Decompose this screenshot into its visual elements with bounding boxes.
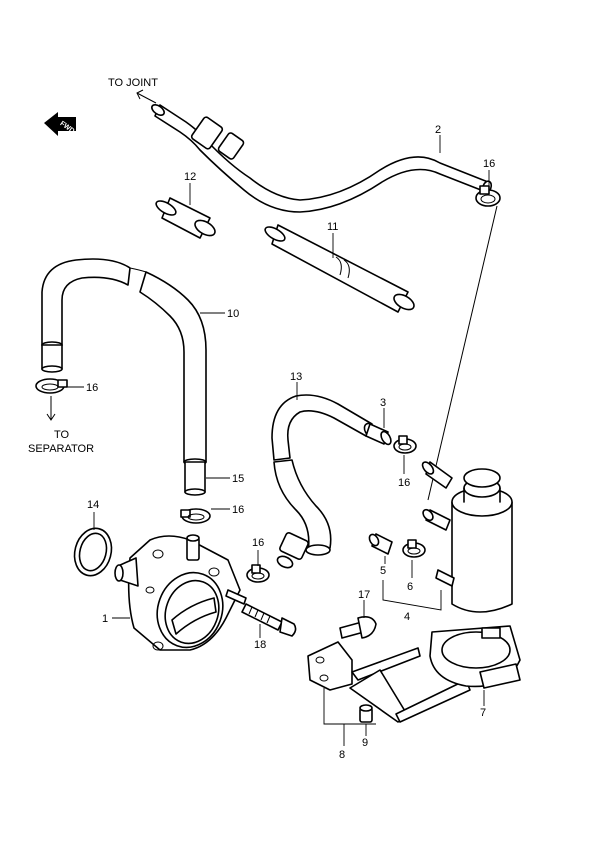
callout-18: 18 <box>254 639 266 651</box>
hose-clip-6 <box>402 539 426 558</box>
callout-11: 11 <box>327 221 338 233</box>
fuel-pump-1 <box>114 534 247 651</box>
hose-10 <box>41 258 207 466</box>
callout-17: 17 <box>358 589 370 601</box>
callout-7: 7 <box>480 707 486 719</box>
check-valve-5 <box>368 533 393 555</box>
callout-2: 2 <box>435 124 441 136</box>
callout-8: 8 <box>339 749 345 761</box>
sleeve-3 <box>365 423 392 446</box>
sleeve-12 <box>155 197 216 239</box>
hose-13 <box>271 394 377 569</box>
to-separator-label-line1: TO <box>54 429 70 441</box>
leader-8-bracket <box>323 688 376 725</box>
callout-16a: 16 <box>483 158 495 170</box>
sleeve-15 <box>184 461 206 496</box>
nut-9 <box>359 704 373 723</box>
o-ring-14 <box>73 527 113 577</box>
callout-1: 1 <box>102 613 108 625</box>
callout-6: 6 <box>407 581 413 593</box>
callout-15: 15 <box>232 473 244 485</box>
callout-4: 4 <box>404 611 410 623</box>
hose-clip-16-mid <box>180 508 211 524</box>
hose-clip-16-top <box>475 185 501 207</box>
callout-16c: 16 <box>232 504 244 516</box>
callout-9: 9 <box>362 737 368 749</box>
callout-10: 10 <box>227 308 239 320</box>
bracket-8 <box>307 641 471 723</box>
to-separator-label-line2: SEPARATOR <box>28 443 94 455</box>
callout-13: 13 <box>290 371 302 383</box>
hose-2 <box>151 104 493 213</box>
hose-clip-16-pump <box>246 564 270 583</box>
callout-16d: 16 <box>252 537 264 549</box>
callout-14: 14 <box>87 499 99 511</box>
bolt-17 <box>339 616 377 639</box>
to-separator-arrow-icon <box>46 396 56 421</box>
hose-clip-16-left <box>35 378 68 394</box>
fuel-filter-4 <box>421 205 513 613</box>
leader-4 <box>382 580 442 611</box>
clamp-7 <box>429 625 521 689</box>
callout-16b: 16 <box>86 382 98 394</box>
callout-5: 5 <box>380 565 386 577</box>
to-joint-arrow-icon <box>136 89 157 104</box>
hose-11 <box>264 224 415 313</box>
callout-12: 12 <box>184 171 196 183</box>
callout-3: 3 <box>380 397 386 409</box>
fwd-arrow-icon: FWD <box>44 112 76 136</box>
hose-clip-16-right <box>393 435 417 454</box>
to-joint-label: TO JOINT <box>108 77 158 89</box>
callout-16e: 16 <box>398 477 410 489</box>
bolt-18 <box>241 603 297 637</box>
